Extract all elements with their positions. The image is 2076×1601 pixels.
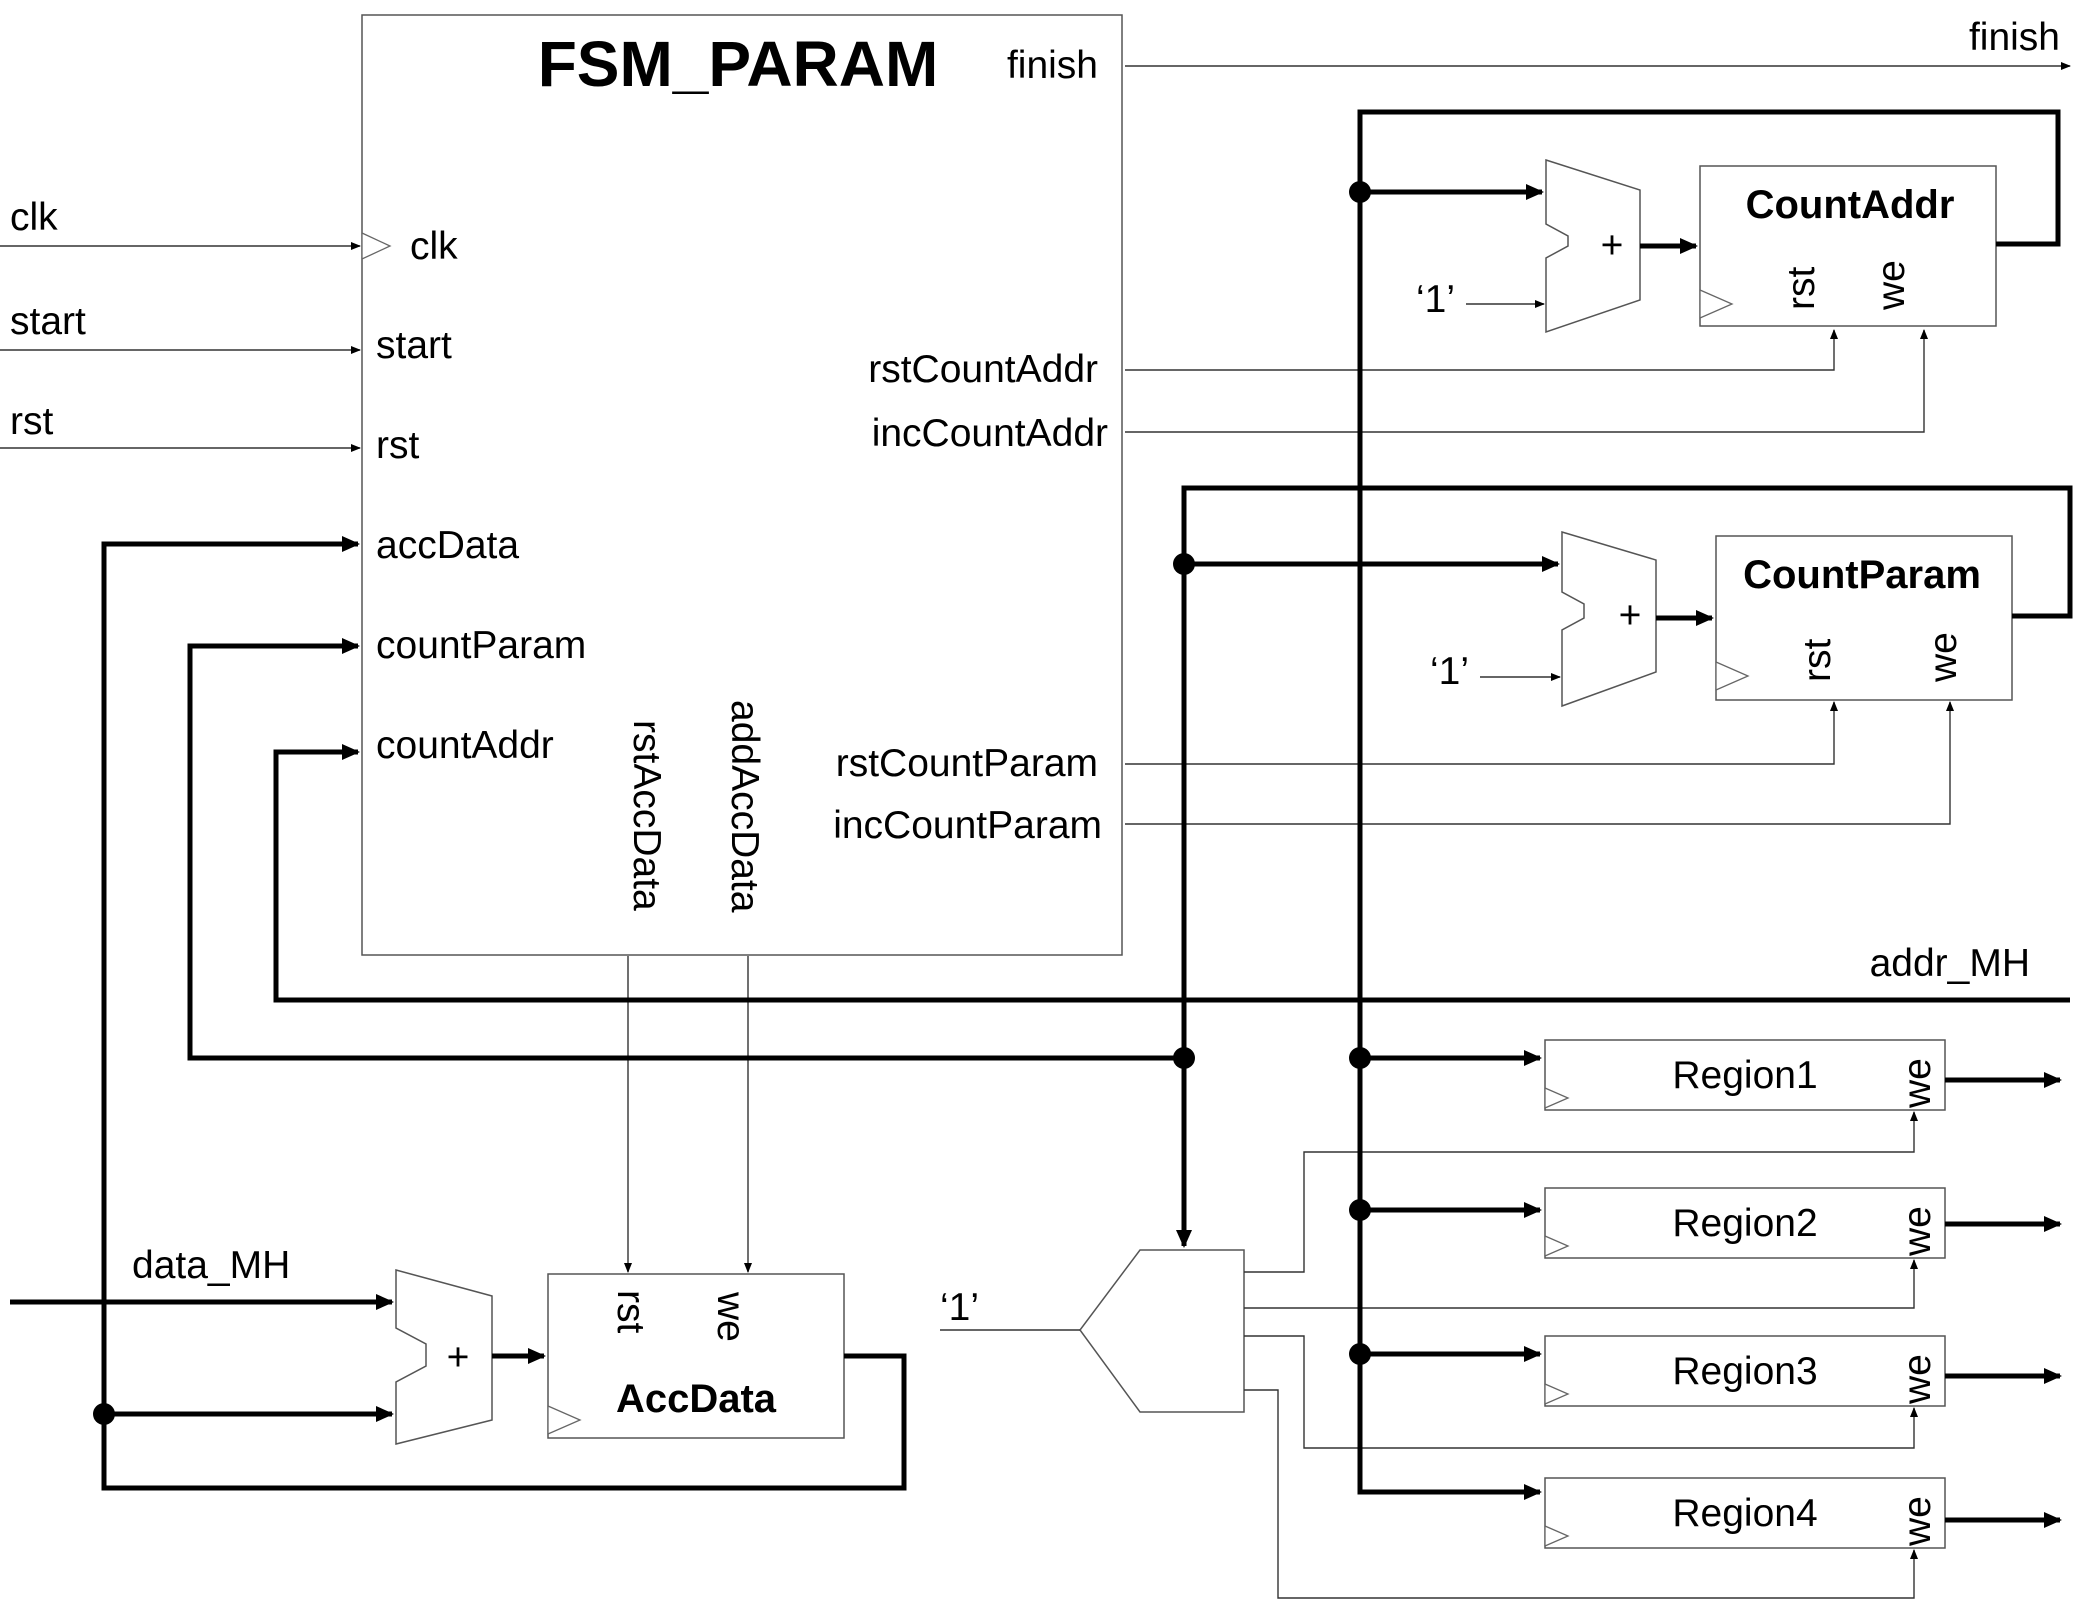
fsm-port-start: start bbox=[376, 324, 452, 367]
fsm-port-rstcountparam: rstCountParam bbox=[836, 742, 1098, 785]
output-label-finish: finish bbox=[1969, 16, 2060, 59]
count-param-adder: + bbox=[1561, 530, 1657, 708]
region-4-we: we bbox=[1896, 1496, 1939, 1547]
fsm-port-rstaccdata: rstAccData bbox=[625, 720, 668, 911]
fsm-port-rstcountaddr: rstCountAddr bbox=[868, 348, 1098, 391]
count-addr-const: ‘1’ bbox=[1416, 278, 1455, 321]
region-3-we: we bbox=[1896, 1354, 1939, 1405]
count-param-adder-symbol: + bbox=[1619, 594, 1642, 637]
acc-data-adder-symbol: + bbox=[447, 1336, 470, 1379]
decoder-const: ‘1’ bbox=[940, 1286, 979, 1329]
data-in-label: data_MH bbox=[132, 1244, 290, 1287]
count-param-we-port: we bbox=[1922, 632, 1965, 683]
count-addr-adder-symbol: + bbox=[1601, 224, 1624, 267]
input-label-clk: clk bbox=[10, 196, 58, 239]
finish-output: finish bbox=[1125, 16, 2071, 70]
region-decoder bbox=[1079, 1249, 1245, 1413]
fsm-port-clk: clk bbox=[410, 225, 458, 268]
external-inputs: clk start rst bbox=[0, 196, 361, 452]
region-3-name: Region3 bbox=[1672, 1350, 1817, 1393]
acc-data-adder: + bbox=[395, 1269, 493, 1445]
count-param-register: CountParam rst we bbox=[1715, 535, 2013, 701]
fsm-title: FSM_PARAM bbox=[538, 28, 939, 100]
region-4: Region4 we bbox=[1544, 1477, 1946, 1549]
count-addr-we-port: we bbox=[1870, 260, 1913, 311]
data-buses bbox=[10, 109, 2073, 1528]
fsm-port-accdata: accData bbox=[376, 524, 519, 567]
input-label-start: start bbox=[10, 300, 86, 343]
output-label-addr: addr_MH bbox=[1870, 942, 2030, 985]
fsm-port-inccountparam: incCountParam bbox=[833, 804, 1102, 847]
region-1-we: we bbox=[1896, 1058, 1939, 1109]
input-label-rst: rst bbox=[10, 400, 53, 443]
region-4-name: Region4 bbox=[1672, 1492, 1817, 1535]
fsm-block: FSM_PARAM clk start rst accData countPar… bbox=[361, 14, 1123, 956]
region-2: Region2 we bbox=[1544, 1187, 1946, 1259]
fsm-port-countaddr: countAddr bbox=[376, 724, 554, 767]
count-param-const: ‘1’ bbox=[1430, 650, 1469, 693]
count-addr-title: CountAddr bbox=[1746, 183, 1955, 227]
count-addr-adder: + bbox=[1545, 158, 1641, 334]
region-3: Region3 we bbox=[1544, 1335, 1946, 1407]
fsm-port-inccountaddr: incCountAddr bbox=[872, 412, 1108, 455]
acc-data-we-port: we bbox=[709, 1291, 752, 1342]
count-param-title: CountParam bbox=[1743, 553, 1981, 597]
acc-data-register: AccData rst we bbox=[547, 1273, 845, 1439]
acc-data-rst-port: rst bbox=[609, 1290, 652, 1333]
acc-data-title: AccData bbox=[616, 1377, 777, 1421]
count-addr-rst-port: rst bbox=[1780, 267, 1823, 310]
fsm-port-countparam: countParam bbox=[376, 624, 586, 667]
count-param-rst-port: rst bbox=[1796, 639, 1839, 682]
fsm-clock-symbol bbox=[361, 231, 392, 261]
region-1-name: Region1 bbox=[1672, 1054, 1817, 1097]
region-2-we: we bbox=[1896, 1206, 1939, 1257]
fsm-port-addaccdata: addAccData bbox=[723, 700, 766, 913]
region-2-name: Region2 bbox=[1672, 1202, 1817, 1245]
count-addr-register: CountAddr rst we bbox=[1699, 165, 1997, 327]
fsm-port-finish: finish bbox=[1007, 44, 1098, 87]
fsm-port-rst: rst bbox=[376, 424, 419, 467]
junction-dots bbox=[93, 181, 1371, 1425]
region-1: Region1 we bbox=[1544, 1039, 1946, 1111]
